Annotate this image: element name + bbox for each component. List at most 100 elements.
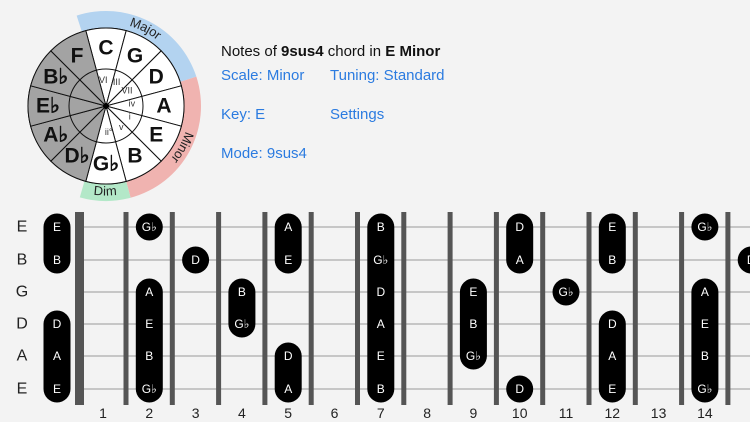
note-marker[interactable] bbox=[598, 310, 626, 403]
note-label: A bbox=[608, 349, 616, 363]
key-name: E Minor bbox=[385, 43, 441, 60]
note-marker[interactable] bbox=[737, 246, 750, 274]
sector-label: E bbox=[149, 124, 163, 147]
sector-label: A♭ bbox=[43, 124, 68, 147]
note-marker[interactable] bbox=[459, 278, 487, 370]
fret-number: 5 bbox=[284, 405, 292, 421]
degree-label: i bbox=[129, 112, 131, 122]
fret-bar bbox=[725, 212, 731, 405]
nut bbox=[75, 212, 84, 405]
sector-label: D bbox=[149, 66, 164, 89]
key-link[interactable]: Key: E bbox=[221, 106, 266, 123]
note-marker[interactable] bbox=[274, 213, 302, 274]
fret-number: 12 bbox=[605, 405, 621, 421]
note-marker[interactable] bbox=[43, 213, 71, 274]
band-minor bbox=[126, 76, 202, 198]
note-marker[interactable] bbox=[367, 213, 395, 403]
note-label: E bbox=[53, 382, 61, 396]
degree-label: v bbox=[119, 122, 124, 132]
string-label: A bbox=[17, 348, 28, 365]
string-label: E bbox=[17, 219, 28, 236]
band-label-text: Dim bbox=[93, 183, 117, 199]
note-label: E bbox=[608, 382, 616, 396]
fret-bar bbox=[493, 212, 499, 405]
note-label: E bbox=[701, 317, 709, 331]
note-label: E bbox=[608, 220, 616, 234]
note-label: G♭ bbox=[373, 253, 388, 267]
fret-bar bbox=[401, 212, 407, 405]
degree-label: III bbox=[113, 77, 121, 87]
note-marker[interactable] bbox=[691, 213, 719, 241]
fret-number: 7 bbox=[377, 405, 385, 421]
note-label: G♭ bbox=[559, 285, 574, 299]
note-label: B bbox=[377, 220, 385, 234]
chord-title: Notes of 9sus4 chord in E Minor bbox=[221, 43, 440, 60]
note-marker[interactable] bbox=[598, 213, 626, 274]
chord-name: 9sus4 bbox=[281, 43, 324, 60]
note-label: B bbox=[469, 317, 477, 331]
fret-number: 9 bbox=[470, 405, 478, 421]
note-marker[interactable] bbox=[691, 278, 719, 403]
tuning-link[interactable]: Tuning: Standard bbox=[330, 67, 445, 84]
note-label: G♭ bbox=[142, 220, 157, 234]
note-label: D bbox=[191, 253, 200, 267]
fret-bar bbox=[123, 212, 129, 405]
note-marker[interactable] bbox=[228, 278, 256, 338]
string-label: D bbox=[16, 316, 28, 333]
note-label: D bbox=[53, 317, 62, 331]
fret-bar bbox=[169, 212, 175, 405]
note-marker[interactable] bbox=[135, 278, 163, 403]
note-marker[interactable] bbox=[552, 278, 580, 306]
band-major bbox=[76, 10, 197, 82]
center-dot bbox=[103, 103, 109, 109]
sector-label: B♭ bbox=[43, 66, 68, 89]
note-label: E bbox=[145, 317, 153, 331]
note-label: D bbox=[515, 382, 524, 396]
note-label: A bbox=[516, 253, 524, 267]
title-middle: chord in bbox=[323, 43, 386, 60]
fret-number: 8 bbox=[423, 405, 431, 421]
band-dim bbox=[79, 180, 131, 202]
note-marker[interactable] bbox=[274, 342, 302, 403]
note-label: E bbox=[377, 349, 385, 363]
mode-link[interactable]: Mode: 9sus4 bbox=[221, 145, 307, 162]
note-label: A bbox=[284, 382, 292, 396]
note-label: B bbox=[608, 253, 616, 267]
fret-number: 10 bbox=[512, 405, 528, 421]
note-label: A bbox=[53, 349, 61, 363]
fret-number: 1 bbox=[99, 405, 107, 421]
note-label: A bbox=[701, 285, 709, 299]
note-marker[interactable] bbox=[506, 213, 534, 274]
inner-ring bbox=[68, 68, 144, 144]
note-marker[interactable] bbox=[182, 246, 210, 274]
note-label: G♭ bbox=[142, 382, 157, 396]
note-label: D bbox=[747, 253, 750, 267]
note-marker[interactable] bbox=[135, 213, 163, 241]
note-marker[interactable] bbox=[43, 310, 71, 403]
note-label: E bbox=[284, 253, 292, 267]
sector-label: F bbox=[71, 44, 84, 67]
sector-label: B bbox=[127, 145, 142, 168]
note-label: B bbox=[238, 285, 246, 299]
note-label: A bbox=[377, 317, 385, 331]
fret-number: 13 bbox=[651, 405, 667, 421]
fret-bar bbox=[262, 212, 268, 405]
fret-bar bbox=[447, 212, 453, 405]
degree-label: ii° bbox=[105, 127, 113, 137]
title-prefix: Notes of bbox=[221, 43, 282, 60]
note-label: D bbox=[284, 349, 293, 363]
note-marker[interactable] bbox=[506, 375, 534, 403]
note-label: B bbox=[701, 349, 709, 363]
note-label: B bbox=[145, 349, 153, 363]
fret-number: 4 bbox=[238, 405, 246, 421]
fret-number: 14 bbox=[697, 405, 713, 421]
note-label: B bbox=[377, 382, 385, 396]
note-label: D bbox=[515, 220, 524, 234]
scale-link[interactable]: Scale: Minor bbox=[221, 67, 305, 84]
fret-bar bbox=[355, 212, 360, 405]
settings-link[interactable]: Settings bbox=[330, 106, 385, 123]
fret-number: 6 bbox=[331, 405, 339, 421]
sector-label: A bbox=[156, 95, 171, 118]
